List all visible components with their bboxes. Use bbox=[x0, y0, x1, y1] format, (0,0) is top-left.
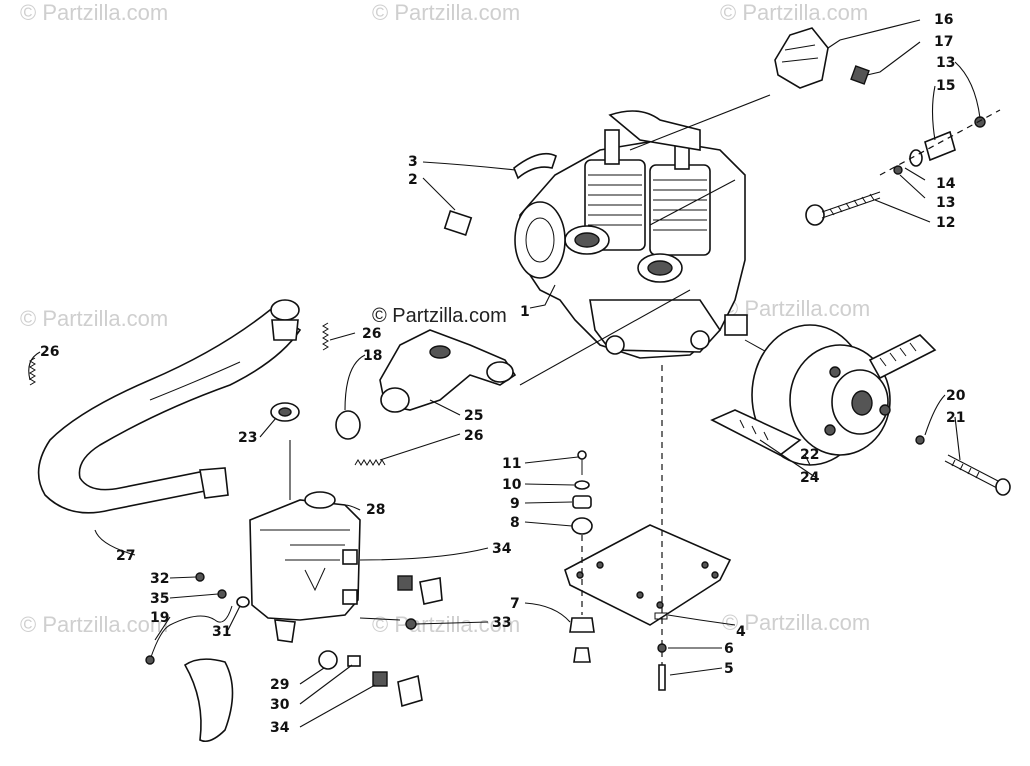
callout-14: 14 bbox=[936, 176, 956, 192]
mount-plate bbox=[564, 524, 732, 626]
spring-26b bbox=[322, 322, 329, 351]
callout-12: 12 bbox=[936, 215, 955, 231]
watermark: © Partzilla.com bbox=[720, 0, 868, 25]
part-8-isolator bbox=[571, 517, 593, 535]
watermark: © Partzilla.com bbox=[372, 612, 520, 637]
drive-belt bbox=[868, 334, 937, 380]
part-13-nut bbox=[893, 165, 903, 175]
spring-26a bbox=[29, 357, 36, 386]
part-13-nut-b bbox=[974, 116, 986, 128]
watermark-group: © Partzilla.com © Partzilla.com © Partzi… bbox=[20, 0, 870, 637]
part-15-bracket bbox=[924, 130, 956, 162]
spring-26c bbox=[354, 459, 386, 466]
part-10-washer bbox=[574, 480, 590, 490]
callout-8: 8 bbox=[510, 515, 520, 531]
part-20-washer bbox=[915, 435, 925, 445]
part-11-bolt bbox=[577, 450, 587, 460]
callout-3: 3 bbox=[408, 154, 418, 170]
callout-30: 30 bbox=[270, 697, 290, 713]
part-33-nut bbox=[405, 618, 417, 630]
bolt-21 bbox=[915, 435, 1011, 496]
callout-labels: 1 2 3 4 5 6 7 8 9 10 11 12 13 13 14 15 1… bbox=[40, 12, 966, 736]
bolt-12 bbox=[805, 191, 881, 226]
callout-34: 34 bbox=[492, 541, 512, 557]
part-31-washer bbox=[236, 596, 250, 608]
part-34b-clip bbox=[397, 674, 423, 708]
silencer bbox=[249, 491, 361, 643]
callout-21: 21 bbox=[946, 410, 965, 426]
callout-29: 29 bbox=[270, 677, 289, 693]
watermark: © Partzilla.com bbox=[20, 0, 168, 25]
part-5-bolt bbox=[658, 664, 666, 691]
callout-13: 13 bbox=[936, 55, 955, 71]
part-30-washer bbox=[347, 655, 361, 667]
callout-22: 22 bbox=[800, 447, 819, 463]
part-19-wire bbox=[149, 605, 233, 661]
callout-6: 6 bbox=[724, 641, 734, 657]
part-3-shield bbox=[513, 152, 557, 180]
callout-9: 9 bbox=[510, 496, 520, 512]
part-32-screw bbox=[195, 572, 205, 582]
part-9-bushing bbox=[572, 495, 592, 509]
drive-clutch bbox=[710, 324, 937, 466]
callout-26: 26 bbox=[464, 428, 483, 444]
part-34a-nut bbox=[397, 575, 413, 591]
watermark-center: © Partzilla.com bbox=[372, 305, 507, 327]
part-17-nut bbox=[850, 65, 870, 85]
callout-2: 2 bbox=[408, 172, 418, 188]
callout-28: 28 bbox=[366, 502, 385, 518]
part-29-bushing bbox=[318, 650, 338, 670]
callout-10: 10 bbox=[502, 477, 522, 493]
exhaust-manifold bbox=[379, 329, 517, 413]
callout-7: 7 bbox=[510, 596, 520, 612]
callout-18: 18 bbox=[363, 348, 382, 364]
part-35-washer bbox=[217, 589, 227, 599]
part-7-mount bbox=[569, 617, 595, 633]
watermark: © Partzilla.com bbox=[372, 0, 520, 25]
heat-shield bbox=[183, 658, 234, 743]
callout-24: 24 bbox=[800, 470, 820, 486]
callout-15: 15 bbox=[936, 78, 955, 94]
leader-lines bbox=[28, 19, 981, 728]
callout-5: 5 bbox=[724, 661, 734, 677]
callout-4: 4 bbox=[736, 624, 746, 640]
watermark: © Partzilla.com bbox=[20, 306, 168, 331]
callout-13: 13 bbox=[936, 195, 955, 211]
callout-20: 20 bbox=[946, 388, 966, 404]
callout-33: 33 bbox=[492, 615, 511, 631]
callout-1: 1 bbox=[520, 304, 530, 320]
callout-19: 19 bbox=[150, 610, 169, 626]
watermark: © Partzilla.com bbox=[722, 610, 870, 635]
callout-27: 27 bbox=[116, 548, 135, 564]
exhaust-pipe bbox=[37, 299, 302, 514]
mount-stack bbox=[569, 450, 595, 663]
callout-34: 34 bbox=[270, 720, 290, 736]
callout-25: 25 bbox=[464, 408, 483, 424]
belt-segment bbox=[710, 409, 802, 456]
part-18-gasket bbox=[335, 410, 361, 440]
callout-11: 11 bbox=[502, 456, 521, 472]
engine-block bbox=[514, 110, 748, 359]
callout-16: 16 bbox=[934, 12, 953, 28]
callout-17: 17 bbox=[934, 34, 953, 50]
part-2-plate bbox=[443, 210, 473, 236]
part-6-washer bbox=[657, 643, 667, 653]
callout-35: 35 bbox=[150, 591, 169, 607]
callout-32: 32 bbox=[150, 571, 169, 587]
callout-26: 26 bbox=[40, 344, 59, 360]
part-34a-clip bbox=[419, 577, 443, 605]
part-16-mount bbox=[774, 27, 829, 89]
callout-26: 26 bbox=[362, 326, 381, 342]
callout-23: 23 bbox=[238, 430, 257, 446]
callout-31: 31 bbox=[212, 624, 231, 640]
watermark: © Partzilla.com bbox=[20, 612, 168, 637]
part-34b-nut bbox=[372, 671, 388, 687]
